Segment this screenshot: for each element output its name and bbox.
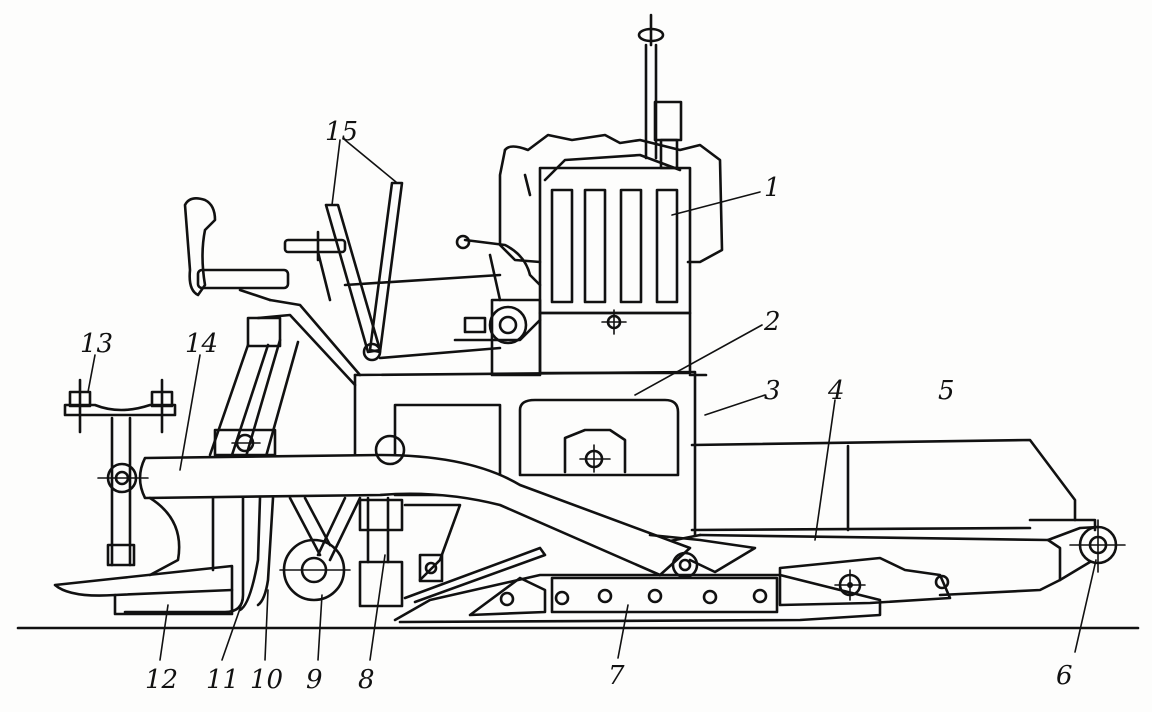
seat-support: [208, 298, 362, 462]
hopper: [690, 438, 1097, 532]
callout-8: 8: [358, 665, 375, 695]
callout-14: 14: [185, 329, 218, 359]
callout-12: 12: [145, 665, 178, 695]
callout-2: 2: [763, 307, 781, 337]
callout-5: 5: [938, 376, 955, 406]
side-bracket: [63, 378, 177, 567]
drive-pulley: [453, 234, 542, 377]
callout-11: 11: [206, 665, 239, 695]
control-levers: [324, 139, 502, 362]
operator-seat: [183, 197, 290, 302]
callout-10: 10: [250, 665, 283, 695]
callout-6: 6: [1056, 661, 1073, 691]
screed-plate: [53, 496, 234, 616]
callout-labels: 1 2 3 4 5 6 7 8 9 10 11 12 13 14 15: [80, 117, 1073, 695]
callout-9: 9: [306, 665, 323, 695]
callout-1: 1: [764, 173, 781, 203]
callout-13: 13: [80, 329, 113, 359]
crawler-track: [393, 573, 882, 624]
front-roller: [1046, 519, 1126, 582]
callout-7: 7: [608, 661, 625, 691]
callout-15: 15: [325, 117, 358, 147]
screed-arm: [97, 434, 757, 579]
frame-boom: [648, 533, 1062, 607]
steering-wheel: [283, 230, 347, 302]
engine-hood: [498, 133, 724, 375]
callout-4: 4: [827, 376, 845, 406]
leader-lines: [87, 191, 1097, 661]
callout-3: 3: [764, 376, 781, 406]
exhaust-stack: [637, 13, 683, 170]
tamper-mechanism: [123, 496, 547, 614]
